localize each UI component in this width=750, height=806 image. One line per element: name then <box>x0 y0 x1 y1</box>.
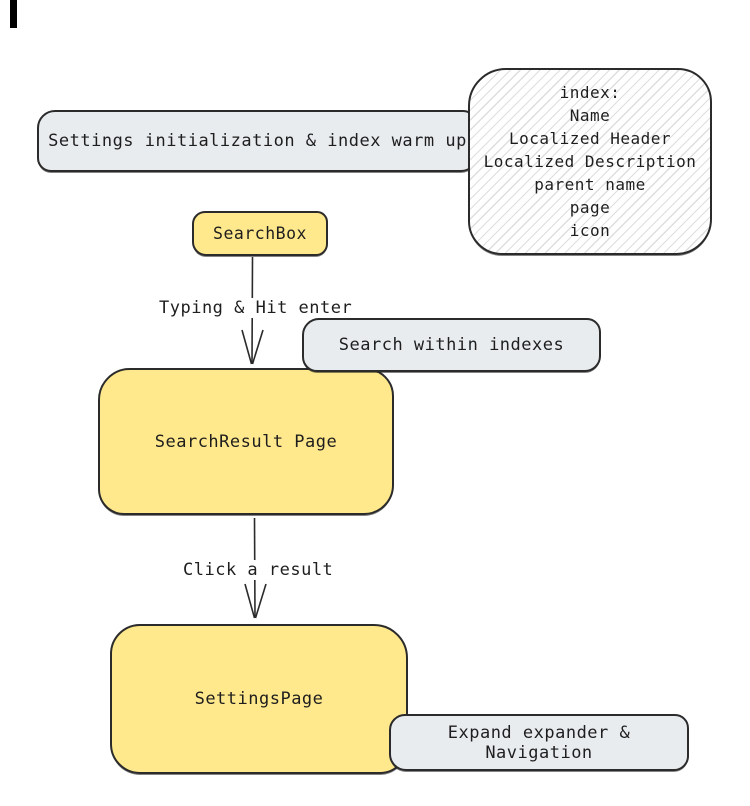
edge-label-typing-hit-enter: Typing & Hit enter <box>159 298 353 318</box>
index-note-line: index: <box>559 83 621 102</box>
cursor-caret-mark <box>10 0 17 28</box>
node-search-within-indexes: Search within indexes <box>302 318 601 372</box>
node-index-fields-note: index: Name Localized Header Localized D… <box>468 68 712 255</box>
index-note-line: Localized Header <box>508 129 672 148</box>
node-label: SettingsPage <box>194 689 324 709</box>
node-label: SearchBox <box>213 224 307 243</box>
index-note-line: page <box>569 198 611 217</box>
index-note-line: icon <box>569 221 611 240</box>
node-label: SearchResult Page <box>154 431 338 452</box>
node-label: Search within indexes <box>338 335 565 355</box>
node-label: Settings initialization & index warm up <box>48 131 467 151</box>
index-note-line: Name <box>569 106 611 125</box>
node-search-box: SearchBox <box>192 211 328 256</box>
index-note-line: Localized Description <box>483 152 697 171</box>
node-settings-page: SettingsPage <box>110 624 408 774</box>
node-search-result-page: SearchResult Page <box>98 368 394 515</box>
node-expand-expander-navigation: Expand expander & Navigation <box>389 714 689 771</box>
node-label: Expand expander & Navigation <box>447 722 631 763</box>
node-settings-initialization: Settings initialization & index warm up <box>37 110 478 172</box>
edge-label-click-a-result: Click a result <box>183 560 334 580</box>
index-note-line: parent name <box>534 175 646 194</box>
